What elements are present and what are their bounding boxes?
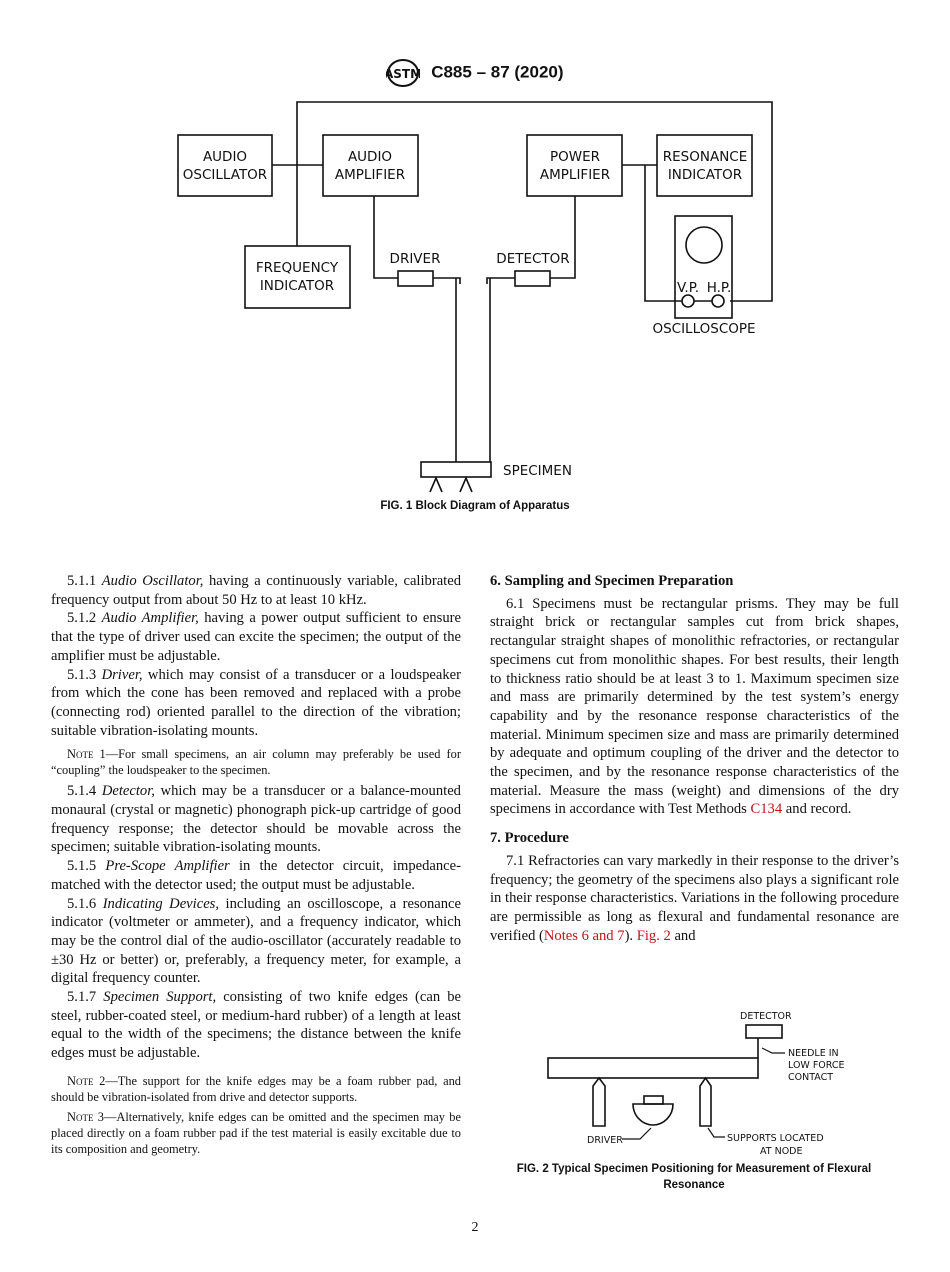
label: DRIVER [587,1135,623,1146]
label: NEEDLE IN [788,1048,839,1059]
label: SUPPORTS LOCATED [727,1133,824,1144]
para-5-1-1: 5.1.1 Audio Oscillator, having a continu… [51,573,462,608]
box-audio-oscillator [177,134,273,197]
fig2-driver-cap [643,1095,664,1105]
label: H.P. [707,280,732,296]
para-5-1-4: 5.1.4 Detector, which may be a transduce… [51,783,461,856]
label: AUDIO [203,149,247,165]
knife-edge [429,475,443,493]
box-audio-amplifier [322,134,419,197]
box-frequency-indicator [244,245,351,309]
knife-edge [459,475,473,493]
left-column: 5.1.1 Audio Oscillator, having a continu… [51,572,461,1161]
oscilloscope-box [674,215,733,319]
svg-text:ASTM: ASTM [386,67,420,81]
fig2-support-left [592,1076,606,1127]
driver-element [397,270,434,287]
specimen-bar [420,461,492,478]
page-header: ASTM C885 – 87 (2020) [0,58,950,88]
label: INDICATOR [668,167,742,183]
box-resonance-indicator [656,134,753,197]
para-5-1-5: 5.1.5 Pre-Scope Amplifier in the detecto… [51,858,461,893]
label: OSCILLOSCOPE [652,321,755,337]
oscilloscope-screen [685,226,723,264]
para-6-1: 6.1 Specimens must be rectangular prisms… [490,595,899,818]
figure-1-caption: FIG. 1 Block Diagram of Apparatus [380,500,570,512]
label: AUDIO [348,149,392,165]
figure-2-caption: FIG. 2 Typical Specimen Positioning for … [516,1163,872,1191]
note-3: Note 3—Alternatively, knife edges can be… [51,1109,461,1156]
para-5-1-3: 5.1.3 Driver, which may consist of a tra… [51,666,461,739]
vp-terminal [681,294,695,308]
page-number: 2 [471,1220,479,1235]
para-5-1-7: 5.1.7 Specimen Support, consisting of tw… [51,989,461,1062]
hp-terminal [711,294,725,308]
fig2-driver [632,1103,674,1126]
label: AMPLIFIER [335,167,405,183]
label: POWER [550,149,600,165]
label: OSCILLATOR [183,167,267,183]
right-column: 6. Sampling and Specimen Preparation 6.1… [490,572,899,945]
label: V.P. [677,280,699,296]
figure-2-specimen-positioning: DETECTOR NEEDLE IN LOW FORCE CONTACT DRI… [547,1011,845,1157]
note-2: Note 2—The support for the knife edges m… [51,1073,461,1104]
label: AT NODE [760,1146,803,1157]
label: SPECIMEN [503,463,572,479]
designation: C885 – 87 (2020) [431,62,564,82]
para-5-1-6: 5.1.6 Indicating Devices, including an o… [51,895,462,987]
label: FREQUENCY [256,260,339,276]
label: DETECTOR [740,1011,792,1022]
fig2-support-right [699,1076,712,1127]
section-6-heading: 6. Sampling and Specimen Preparation [490,573,734,589]
fig2-detector-box [745,1024,783,1039]
fig2-specimen-bar [547,1057,759,1079]
para-7-1: 7.1 Refractories can vary markedly in th… [490,852,899,944]
label: LOW FORCE [788,1060,845,1071]
astm-logo: ASTM [386,59,420,87]
label: CONTACT [788,1072,833,1083]
label: RESONANCE [663,149,748,165]
para-5-1-2: 5.1.2 Audio Amplifier, having a power ou… [51,610,461,664]
label: INDICATOR [260,278,334,294]
wires [272,101,773,462]
box-power-amplifier [526,134,623,197]
label: DETECTOR [496,251,569,267]
note-1: Note 1—For small specimens, an air colum… [51,747,461,778]
label: DRIVER [390,251,441,267]
detector-element [514,270,551,287]
section-7-heading: 7. Procedure [490,830,569,847]
link-fig-2[interactable]: Fig. 2 [636,927,671,944]
link-c134[interactable]: C134 [750,801,783,818]
link-notes-6-7[interactable]: Notes 6 and 7 [543,927,625,944]
label: AMPLIFIER [540,167,610,183]
